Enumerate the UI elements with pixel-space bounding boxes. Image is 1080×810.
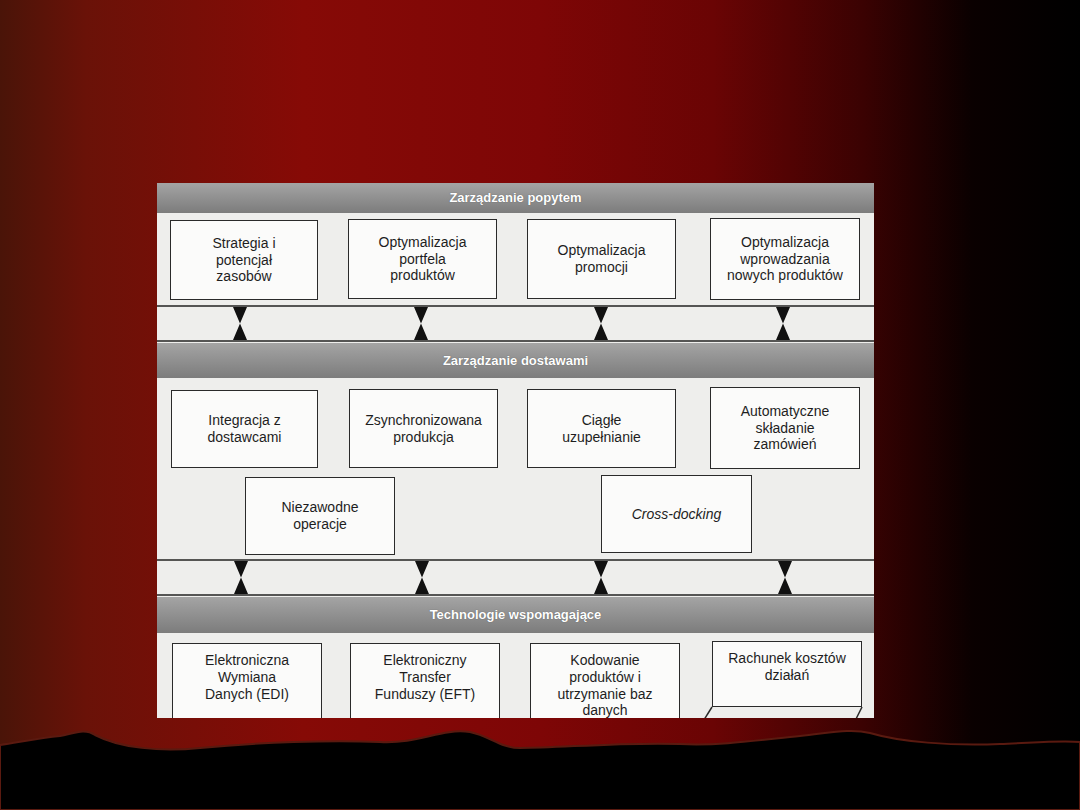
- box-label: Ciągłe uzupełnianie: [550, 412, 654, 446]
- box-label: Niezawodne operacje: [268, 499, 372, 533]
- process-box: Optymalizacja wprowadzania nowych produk…: [710, 218, 860, 300]
- band-title: Technologie wspomagające: [430, 607, 602, 623]
- bowtie-symbol: [776, 307, 790, 340]
- box-label: Rachunek kosztów działań: [719, 650, 855, 684]
- bowtie-symbol: [778, 561, 792, 594]
- box-label: Optymalizacja portfela produktów: [371, 234, 475, 284]
- box-label: Kodowanie produktów i utrzymanie baz dan…: [537, 652, 673, 718]
- process-box: Optymalizacja portfela produktów: [348, 219, 497, 299]
- bowtie-symbol: [594, 561, 608, 594]
- cube-edges: [702, 707, 862, 718]
- rail-line: [157, 305, 874, 307]
- rails: [157, 306, 874, 595]
- bowtie-symbol: [234, 561, 248, 594]
- bowtie-symbol: [594, 307, 608, 340]
- process-box: Niezawodne operacje: [245, 477, 395, 555]
- box-label: Zsynchronizowana produkcja: [356, 412, 491, 446]
- section-band: Technologie wspomagające: [157, 597, 874, 633]
- process-box: Elektroniczny Transfer Funduszy (EFT): [350, 643, 500, 718]
- box-label: Integracja z dostawcami: [193, 412, 297, 446]
- process-box: Strategia i potencjał zasobów: [170, 220, 318, 300]
- band-title: Zarządzanie popytem: [449, 190, 581, 206]
- bowtie-symbol: [233, 307, 247, 340]
- process-box: Ciągłe uzupełnianie: [527, 389, 676, 468]
- process-box: Automatyczne składanie zamówień: [710, 387, 860, 469]
- section-band: Zarządzanie dostawami: [157, 343, 874, 378]
- box-label: Optymalizacja wprowadzania nowych produk…: [717, 234, 853, 284]
- cube-edge: [854, 707, 862, 718]
- process-box: Zsynchronizowana produkcja: [349, 389, 498, 468]
- section-band: Zarządzanie popytem: [157, 183, 874, 213]
- curtain-bottom-edge: [0, 731, 1080, 810]
- process-box: Rachunek kosztów działań: [712, 641, 862, 707]
- box-label: Strategia i potencjał zasobów: [203, 235, 285, 285]
- process-box: Cross-docking: [601, 475, 752, 553]
- box-label: Elektroniczny Transfer Funduszy (EFT): [369, 652, 481, 702]
- box-label: Cross-docking: [632, 506, 721, 523]
- box-label: Automatyczne składanie zamówień: [733, 403, 837, 453]
- process-box: Integracja z dostawcami: [171, 390, 318, 468]
- process-box: Kodowanie produktów i utrzymanie baz dan…: [530, 643, 680, 718]
- bowtie-symbol: [415, 561, 429, 594]
- rail-line: [157, 594, 874, 596]
- process-box: Optymalizacja promocji: [527, 219, 676, 299]
- rail-line: [157, 340, 874, 342]
- cube-edge: [702, 707, 712, 718]
- box-label: Optymalizacja promocji: [550, 242, 654, 276]
- band-title: Zarządzanie dostawami: [443, 353, 588, 369]
- process-box: Elektroniczna Wymiana Danych (EDI): [172, 643, 322, 718]
- bowtie-symbol: [414, 307, 428, 340]
- diagram-panel: Zarządzanie popytemStrategia i potencjał…: [157, 183, 874, 718]
- rail-line: [157, 559, 874, 561]
- box-label: Elektroniczna Wymiana Danych (EDI): [195, 652, 299, 702]
